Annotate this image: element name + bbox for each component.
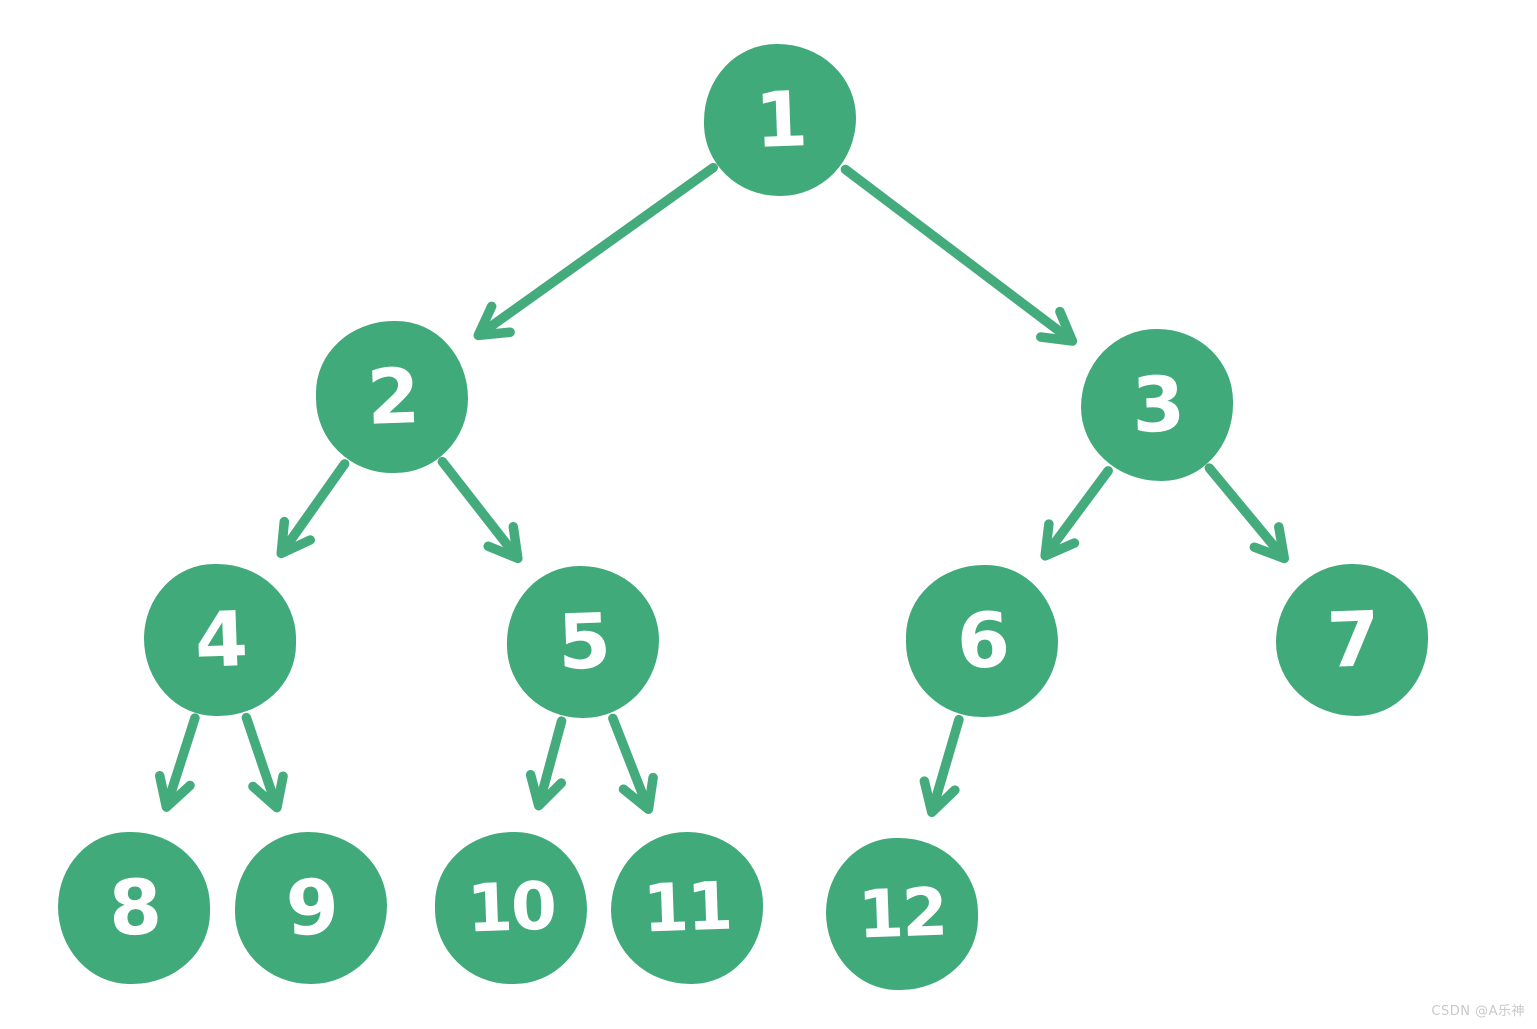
tree-node-12: 12 [826,838,978,990]
tree-node-label: 6 [954,595,1009,686]
tree-node-4: 4 [144,564,296,716]
tree-node-label: 4 [192,594,247,685]
tree-node-label: 2 [364,351,419,442]
tree-node-label: 5 [555,596,610,687]
arrowhead-icon [483,521,523,564]
arrowhead-icon [525,769,567,811]
tree-edge-4-8 [154,713,200,812]
tree-node-label: 8 [106,862,161,953]
tree-node-label: 10 [465,867,557,948]
arrowhead-icon [618,772,658,815]
tree-node-label: 3 [1129,359,1184,450]
tree-node-label: 9 [283,862,338,953]
tree-node-6: 6 [906,565,1058,717]
tree-node-5: 5 [507,566,659,718]
arrowhead-icon [1035,306,1078,346]
tree-edge-6-12 [919,714,964,818]
watermark: CSDN @A乐神 [1431,1004,1525,1019]
arrowhead-icon [154,771,195,812]
tree-node-label: 7 [1324,594,1379,685]
arrowhead-icon [473,301,515,341]
tree-node-3: 3 [1081,329,1233,481]
tree-edge-3-6 [1040,466,1113,561]
tree-node-label: 11 [641,867,733,948]
tree-edge-1-2 [473,162,719,341]
arrowhead-icon [276,516,316,559]
tree-edge-2-5 [437,456,523,564]
tree-edge-5-10 [525,716,567,811]
tree-node-9: 9 [235,832,387,984]
tree-node-2: 2 [316,321,468,473]
tree-edge-4-9 [241,712,288,813]
tree-node-10: 10 [435,832,587,984]
tree-node-8: 8 [58,832,210,984]
tree-node-label: 1 [752,74,807,165]
tree-edge-5-11 [608,713,658,815]
tree-edge-3-7 [1204,463,1290,564]
arrowhead-icon [1040,519,1080,561]
tree-edge-1-3 [840,164,1078,346]
arrowhead-icon [1249,522,1290,564]
tree-node-11: 11 [611,832,763,984]
tree-edge-2-4 [276,459,350,559]
tree-node-7: 7 [1276,564,1428,716]
arrowhead-icon [919,776,960,818]
tree-node-1: 1 [704,44,856,196]
arrowhead-icon [248,771,288,813]
tree-node-label: 12 [856,873,948,954]
